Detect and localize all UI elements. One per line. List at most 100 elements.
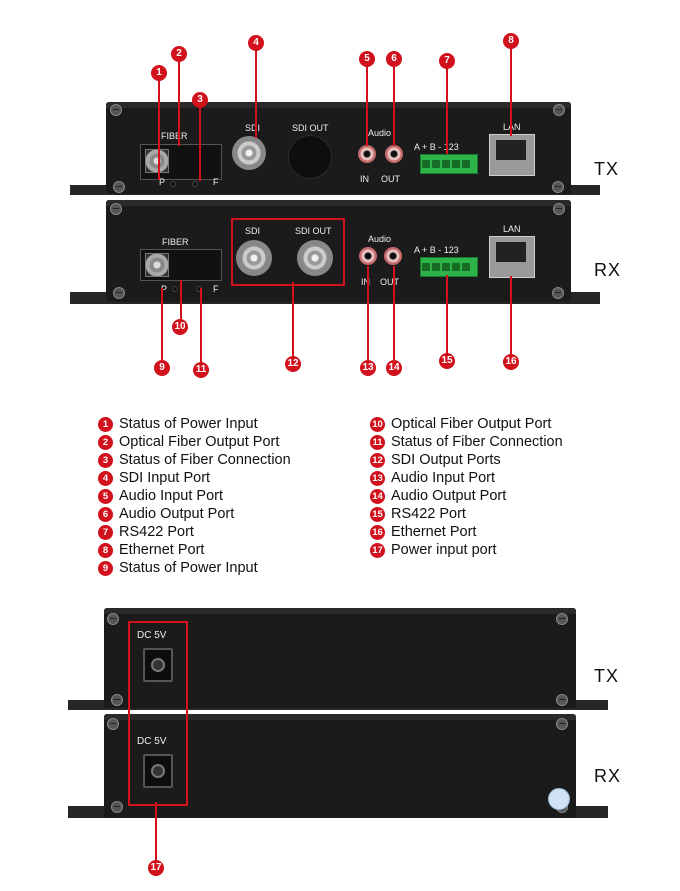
tx-dc-label: DC 5V (137, 630, 167, 641)
tx-sdi-input-bnc[interactable] (232, 136, 266, 170)
rx-power-led (172, 286, 178, 292)
rx-dc-label: DC 5V (137, 736, 167, 747)
rx-rear-screw-left-flange (111, 801, 123, 813)
callout-1: 1 (151, 65, 167, 81)
tx-screw-right-flange (552, 181, 564, 193)
rx-audio-out-jack[interactable] (384, 247, 402, 265)
tx-rear-panel (104, 608, 576, 708)
leader-2 (178, 62, 180, 146)
leader-16 (510, 276, 512, 356)
rx-rear-unit-label: RX (594, 766, 622, 786)
callout-9: 9 (154, 360, 170, 376)
tx-screw-left-flange (113, 181, 125, 193)
tx-rs422-terminal[interactable] (420, 154, 478, 174)
tx-f-label: F (213, 177, 219, 187)
rx-rs422-terminal[interactable] (420, 257, 478, 277)
tx-screw-left-top (110, 104, 122, 116)
rx-fiber-label: FIBER (162, 237, 189, 247)
callout-5: 5 (359, 51, 375, 67)
rx-audio-out-label: OUT (380, 277, 399, 287)
callout-4: 4 (248, 35, 264, 51)
rx-p-label: P (161, 284, 168, 294)
leader-5 (366, 66, 368, 146)
rx-rear-screw-right (556, 718, 568, 730)
leader-1 (158, 80, 160, 180)
rx-rear-screw-left (107, 718, 119, 730)
callout-17: 17 (148, 860, 164, 876)
tx-rear-screw-left (107, 613, 119, 625)
tx-rear-unit-label: TX (594, 666, 620, 686)
callout-15: 15 (439, 353, 455, 369)
tx-audio-in-jack[interactable] (358, 145, 376, 163)
rx-fiber-connector[interactable] (145, 253, 169, 277)
rx-screw-right-flange (552, 287, 564, 299)
rx-sdi-output-bnc-1[interactable] (236, 240, 272, 276)
leader-4 (255, 50, 257, 138)
rx-screw-left-top (110, 203, 122, 215)
rx-sdi-out-label: SDI OUT (295, 226, 332, 236)
rx-sdi-output-bnc-2[interactable] (297, 240, 333, 276)
leader-14 (393, 266, 395, 360)
rx-audio-in-jack[interactable] (359, 247, 377, 265)
tx-power-led (170, 181, 176, 187)
tx-rear-screw-right-flange (556, 694, 568, 706)
callout-3: 3 (192, 92, 208, 108)
tx-p-label: P (159, 177, 166, 187)
leader-12 (292, 282, 294, 358)
rx-f-label: F (213, 284, 219, 294)
callout-16: 16 (503, 354, 519, 370)
rx-sdi-highlight-frame (231, 218, 345, 286)
callout-10: 10 (172, 319, 188, 335)
tx-fiber-label: FIBER (161, 131, 188, 141)
tx-audio-label: Audio (368, 128, 392, 138)
callout-11: 11 (193, 362, 209, 378)
leader-7 (446, 68, 448, 154)
tx-fiber-connector[interactable] (145, 149, 169, 173)
rx-ethernet-port[interactable] (489, 236, 535, 278)
leader-15 (446, 275, 448, 355)
tx-sdi-label: SDI (245, 123, 261, 133)
rx-unit-label: RX (594, 260, 622, 280)
rx-dc-power-jack[interactable] (143, 754, 173, 788)
tx-audio-in-label: IN (360, 174, 369, 184)
callout-12: 12 (285, 356, 301, 372)
rx-rear-sticker (548, 788, 570, 810)
leader-6 (393, 66, 395, 146)
callout-8: 8 (503, 33, 519, 49)
tx-sdi-out-cap (288, 135, 332, 179)
tx-rear-screw-right (556, 613, 568, 625)
rx-lan-label: LAN (503, 224, 521, 234)
callout-13: 13 (360, 360, 376, 376)
dc-highlight-frame (128, 621, 188, 806)
callout-14: 14 (386, 360, 402, 376)
leader-11 (200, 288, 202, 362)
rx-rs422-label: A + B - 123 (414, 245, 459, 255)
tx-screw-right-top (553, 104, 565, 116)
rx-rear-panel (104, 714, 576, 818)
tx-dc-power-jack[interactable] (143, 648, 173, 682)
leader-3 (199, 107, 201, 181)
tx-audio-out-jack[interactable] (385, 145, 403, 163)
callout-6: 6 (386, 51, 402, 67)
rx-screw-left-flange (113, 287, 125, 299)
tx-fiber-led (192, 181, 198, 187)
rx-audio-label: Audio (368, 234, 392, 244)
tx-ethernet-port[interactable] (489, 134, 535, 176)
leader-13 (367, 266, 369, 360)
rx-audio-in-label: IN (361, 277, 370, 287)
leader-8 (510, 48, 512, 136)
